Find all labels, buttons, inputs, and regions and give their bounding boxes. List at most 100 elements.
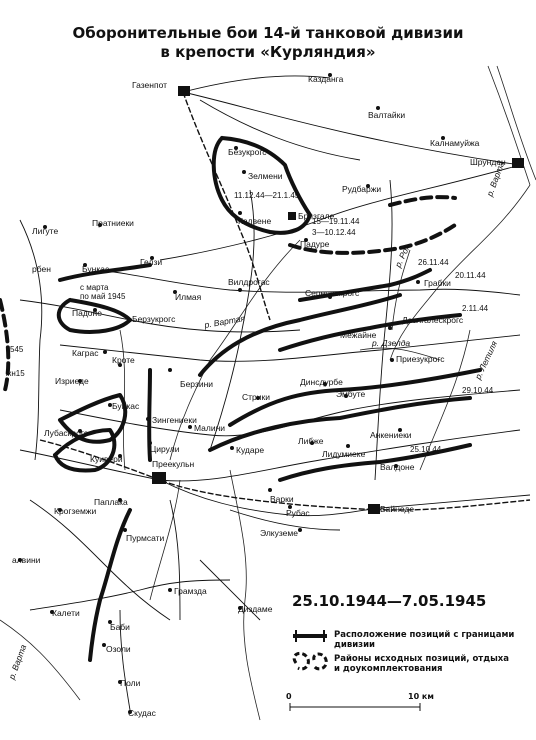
river-varta-east xyxy=(389,184,531,361)
label-ligute: Лигуте xyxy=(32,226,58,236)
town-brizgale xyxy=(288,212,296,220)
label-kaleti: Калети xyxy=(52,608,80,618)
label-dizdame: Диздаме xyxy=(238,604,273,614)
river-varta-ne-2 xyxy=(496,65,536,181)
label-paplaka: Паплака xyxy=(94,497,128,507)
label-r-vartaya: р. Вартая xyxy=(203,313,246,330)
label-lidumieke: Лидумиеке xyxy=(322,449,366,459)
label-alvini: алвини xyxy=(12,555,41,565)
label-rudbarzhi: Рудбаржи xyxy=(342,184,381,194)
area-west xyxy=(0,298,11,392)
label-r-dzelda: р. Дзелда xyxy=(371,338,410,348)
road-preekuln-south xyxy=(159,479,531,517)
label-date-0211: 2.11.44 xyxy=(462,304,489,313)
label-berzini: Берзини xyxy=(180,379,213,389)
position-padone xyxy=(56,298,132,334)
road-kaleti xyxy=(29,579,231,611)
label-preben: рбен xyxy=(32,264,51,274)
road-padone xyxy=(19,299,301,333)
label-bunkas-n: Бункас xyxy=(82,264,110,274)
label-date-545: 545 xyxy=(10,345,24,354)
label-kalnamuizha: Калнамуйжа xyxy=(430,138,480,148)
label-mezhaine: Межайне xyxy=(340,330,377,340)
position-kudare xyxy=(208,396,472,452)
label-s-marta-2: по май 1945 xyxy=(80,292,126,301)
place-labels: Газенпот Казданга Валтайки Калнамуйжа Шр… xyxy=(12,74,506,718)
label-bezukrogs-n: Безукрогс xyxy=(228,147,267,157)
label-gramzda: Грамзда xyxy=(174,586,207,596)
label-priezukrogs: Приезукрогс xyxy=(396,354,445,364)
river-varta-sw xyxy=(0,619,81,701)
label-embute: Эмбуте xyxy=(336,389,365,399)
period-label: 25.10.1944—7.05.1945 xyxy=(292,592,487,610)
assembly-areas xyxy=(0,195,457,392)
road-dizdame xyxy=(199,559,261,621)
road-gelzi-ilmaya xyxy=(99,269,521,296)
label-padure: Падуре xyxy=(300,239,330,249)
road-gazenpot-shrunden xyxy=(182,91,521,166)
label-pratnieki: Пратниеки xyxy=(92,218,134,228)
label-date-0310: 3—10.12.44 xyxy=(312,228,356,237)
position-berzini xyxy=(198,293,402,377)
label-date-1112: 11.12.44—21.1.45 xyxy=(234,191,300,200)
label-date-2910: 29.10.44 xyxy=(462,386,494,395)
label-krogzemzhi: Крогземжи xyxy=(54,506,96,516)
position-south xyxy=(88,508,132,662)
town-shrunden xyxy=(512,158,524,168)
label-date-2611: 26.11.44 xyxy=(418,258,449,267)
road-brizgale xyxy=(159,164,521,261)
road-west-vert xyxy=(19,219,43,461)
road-east-vert xyxy=(374,179,393,481)
label-shrunden: Шрунден xyxy=(470,157,506,167)
date-labels: 11.12.44—21.1.45 15—19.11.44 3—10.12.44 … xyxy=(6,191,494,454)
railway xyxy=(39,91,531,511)
label-date-2011: 20.11.44 xyxy=(455,271,486,280)
label-purmsati: Пурмсати xyxy=(126,533,165,543)
position-bezukrogs xyxy=(211,136,312,235)
label-dinsdurbe: Динсдурбе xyxy=(300,377,343,387)
settlements xyxy=(18,73,445,714)
label-izriede: Изриеде xyxy=(55,376,89,386)
label-lubaskrogs: Лубаскрогс xyxy=(44,428,89,438)
label-vainede: Вайнеде xyxy=(380,504,414,514)
label-ilmaya: Илмая xyxy=(175,292,202,302)
label-zelmeni: Зелмени xyxy=(248,171,283,181)
defensive-positions xyxy=(53,136,482,662)
label-poli: Поли xyxy=(120,678,141,688)
label-seneskrogs: Сепенескрогс xyxy=(305,288,360,298)
position-seneskrogs xyxy=(298,268,432,302)
label-gazenpot: Газенпот xyxy=(132,80,167,90)
road-mid xyxy=(59,334,521,362)
label-r-roya: р. Роя xyxy=(392,242,412,269)
label-kazdanga: Казданга xyxy=(308,74,344,84)
road-preekuln xyxy=(19,429,521,482)
label-date-1519: 15—19.11.44 xyxy=(312,217,360,226)
label-preekuln: Преекульн xyxy=(152,459,195,469)
map-title-line-2: в крепости «Курляндия» xyxy=(160,43,376,61)
label-padone: Падоне xyxy=(72,308,102,318)
area-rudbarzhi xyxy=(388,195,457,207)
area-padure xyxy=(288,223,457,255)
label-cirului: Цирули xyxy=(150,444,180,454)
label-s-marta-1: с марта xyxy=(80,283,109,292)
road-elkuzeme xyxy=(229,509,341,531)
label-elkuzeme: Элкуземе xyxy=(260,528,298,538)
label-valdone: Валдоне xyxy=(380,462,415,472)
town-vainede xyxy=(368,504,380,514)
label-kudare: Кударе xyxy=(236,445,264,455)
label-vildrogas: Вилдрогас xyxy=(228,277,270,287)
position-valdone xyxy=(278,443,472,482)
road-north-1 xyxy=(199,99,361,161)
label-bunkas-s: Бункас xyxy=(112,401,140,411)
legend-areas-text-1: Районы исходных позиций, отдыха xyxy=(334,654,510,664)
label-r-varta-sw: р. Варта xyxy=(6,643,28,682)
label-malini: Малини xyxy=(194,423,225,433)
legend-positions-text: Расположение позиций с границами дивизии xyxy=(334,630,515,650)
label-striki: Стрики xyxy=(242,392,270,402)
position-west-gap xyxy=(147,368,152,462)
label-r-letiya: р. Летиля xyxy=(472,339,499,382)
river-vartaya xyxy=(169,239,301,461)
road-sw xyxy=(29,499,171,621)
